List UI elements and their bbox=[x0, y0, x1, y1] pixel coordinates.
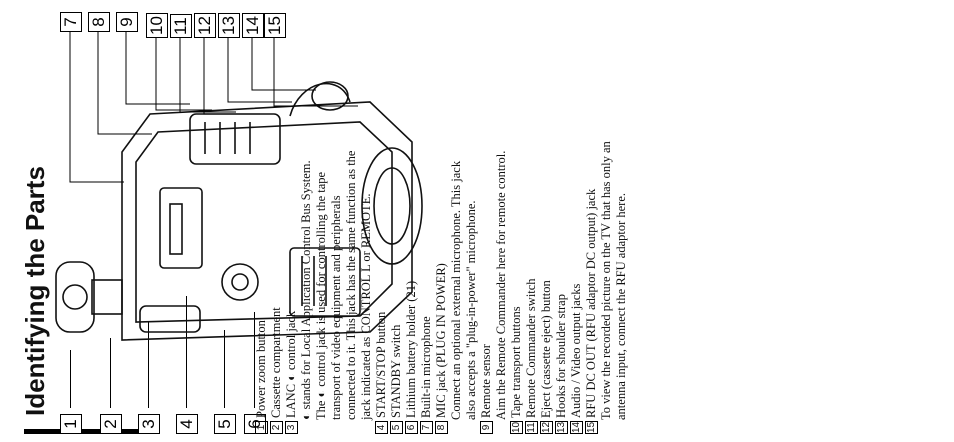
window-shape bbox=[159, 187, 203, 269]
item-label: To view the recorded picture on the TV t… bbox=[599, 141, 613, 420]
item-label: Remote Commander switch bbox=[524, 278, 538, 418]
item-number-box: 15 bbox=[585, 421, 598, 434]
lens-shape bbox=[361, 147, 423, 265]
body-shape bbox=[121, 101, 413, 341]
item-label: transport of video equipment and periphe… bbox=[329, 195, 343, 420]
item-number-box: 8 bbox=[435, 421, 448, 434]
item-number-box: 6 bbox=[405, 421, 418, 434]
parts-list-item: 10 Tape transport buttons bbox=[509, 4, 524, 434]
item-label: Audio / Video output jacks bbox=[569, 283, 583, 418]
parts-list-item: 5 STANDBY switch bbox=[389, 4, 404, 434]
item-label: Lithium battery holder (21) bbox=[404, 280, 418, 418]
eyepiece-shape bbox=[55, 261, 95, 333]
parts-list-item: 14 Audio / Video output jacks bbox=[569, 4, 584, 434]
item-number-box: 4 bbox=[375, 421, 388, 434]
parts-list-item: 8 MIC jack (PLUG IN POWER) bbox=[434, 4, 449, 434]
parts-list-item: 4 START/STOP button bbox=[374, 4, 389, 434]
parts-list-description: The ◐ control jack is used for controlli… bbox=[314, 4, 329, 434]
item-label: Built-in microphone bbox=[419, 316, 433, 418]
item-number-box: 9 bbox=[480, 421, 493, 434]
item-number-box: 12 bbox=[540, 421, 553, 434]
item-number-box: 1 bbox=[255, 421, 268, 434]
title-bar-decoration bbox=[24, 429, 149, 434]
item-label: Cassette compartment bbox=[269, 307, 283, 418]
item-label: The ◐ control jack is used for controlli… bbox=[314, 171, 328, 420]
item-label: Eject (cassette eject) button bbox=[539, 280, 553, 418]
item-label: Remote sensor bbox=[479, 344, 493, 418]
item-number-box: 14 bbox=[570, 421, 583, 434]
parts-list-description: also accepts a "plug-in-power" microphon… bbox=[464, 4, 479, 434]
parts-list-description: ◐ stands for Local Application Control B… bbox=[299, 4, 314, 434]
parts-list-item: 1 Power zoom button bbox=[254, 4, 269, 434]
parts-list-item: 15 RFU DC OUT (RFU adaptor DC output) jac… bbox=[584, 4, 599, 434]
item-label: jack indicated as CONTROL L or REMOTE. bbox=[359, 193, 373, 420]
parts-list-item: 12 Eject (cassette eject) button bbox=[539, 4, 554, 434]
parts-list-description: Aim the Remote Commander here for remote… bbox=[494, 4, 509, 434]
parts-list-item: 11 Remote Commander switch bbox=[524, 4, 539, 434]
parts-list-description: jack indicated as CONTROL L or REMOTE. bbox=[359, 4, 374, 434]
item-number-box: 7 bbox=[420, 421, 433, 434]
callout-9: 9 bbox=[116, 12, 138, 32]
item-label: STANDBY switch bbox=[389, 324, 403, 418]
parts-list-item: 7 Built-in microphone bbox=[419, 4, 434, 434]
parts-list-item: 13 Hooks for shoulder strap bbox=[554, 4, 569, 434]
item-label: Tape transport buttons bbox=[509, 306, 523, 418]
parts-list-description: transport of video equipment and periphe… bbox=[329, 4, 344, 434]
parts-list-description: connected to it. This jack has the same … bbox=[344, 4, 359, 434]
item-number-box: 13 bbox=[555, 421, 568, 434]
parts-list-item: 2 Cassette compartment bbox=[269, 4, 284, 434]
item-label: Connect an optional external microphone.… bbox=[449, 160, 463, 420]
item-label: Aim the Remote Commander here for remote… bbox=[494, 150, 508, 420]
item-label: connected to it. This jack has the same … bbox=[344, 150, 358, 420]
item-label: LANC ◐ control jack bbox=[284, 310, 298, 418]
parts-list-item: 6 Lithium battery holder (21) bbox=[404, 4, 419, 434]
callout-1: 1 bbox=[60, 414, 82, 434]
camcorder-illustration bbox=[55, 32, 423, 341]
item-label: MIC jack (PLUG IN POWER) bbox=[434, 263, 448, 418]
parts-list-description: antenna input, connect the RFU adaptor h… bbox=[614, 4, 629, 434]
item-label: Power zoom button bbox=[254, 320, 268, 418]
parts-list-item: 9 Remote sensor bbox=[479, 4, 494, 434]
callout-7: 7 bbox=[60, 12, 82, 32]
parts-list-description: Connect an optional external microphone.… bbox=[449, 4, 464, 434]
item-number-box: 5 bbox=[390, 421, 403, 434]
item-label: Hooks for shoulder strap bbox=[554, 294, 568, 418]
item-number-box: 11 bbox=[525, 421, 538, 434]
item-number-box: 3 bbox=[285, 421, 298, 434]
item-label: antenna input, connect the RFU adaptor h… bbox=[614, 192, 628, 420]
item-label: ◐ stands for Local Application Control B… bbox=[299, 160, 313, 420]
callout-2: 2 bbox=[100, 414, 122, 434]
callout-8: 8 bbox=[88, 12, 110, 32]
start-stop-dial bbox=[221, 263, 259, 301]
item-label: also accepts a "plug-in-power" microphon… bbox=[464, 200, 478, 420]
callout-5: 5 bbox=[214, 414, 236, 434]
item-number-box: 10 bbox=[510, 421, 523, 434]
item-label: START/STOP button bbox=[374, 311, 388, 418]
callout-3: 3 bbox=[138, 414, 160, 434]
item-label: RFU DC OUT (RFU adaptor DC output) jack bbox=[584, 188, 598, 418]
item-number-box: 2 bbox=[270, 421, 283, 434]
parts-list-item: 3 LANC ◐ control jack bbox=[284, 4, 299, 434]
parts-list-description: To view the recorded picture on the TV t… bbox=[599, 4, 614, 434]
callout-4: 4 bbox=[176, 414, 198, 434]
